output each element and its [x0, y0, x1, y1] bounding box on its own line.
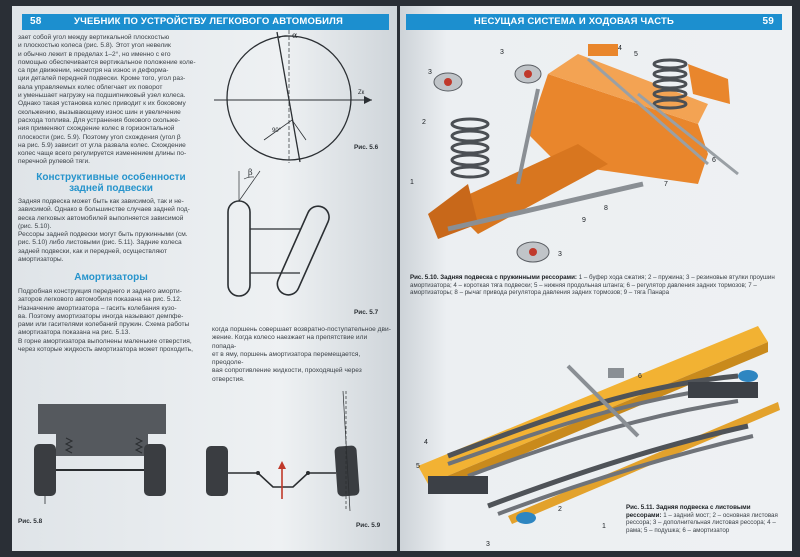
beta-mark: β [248, 168, 253, 177]
intro-line: скольжению, вызывающему износ шин и увел… [18, 108, 181, 116]
shock-line: ва. Поэтому амортизаторы иногда называют… [18, 312, 184, 320]
rear-line: амортизаторы. [18, 256, 64, 264]
intro-line: и обычно лежит в пределах 1–2°, но именн… [18, 50, 171, 58]
coil-spring-right [652, 58, 688, 110]
callouts-5-10: 1 2 3 4 5 6 7 8 9 3 3 [410, 45, 716, 258]
caption-5-10-title: Рис. 5.10. Задняя подвеска с пружинными … [410, 274, 577, 281]
callout: 5 [634, 51, 638, 58]
caption-5-10-text: 1 – буфер хода сжатия; 2 – пружина; 3 – … [410, 274, 775, 297]
alpha-mark: α [292, 31, 298, 40]
intro-line: на рис. 5.9) зависит от угла развала кол… [18, 141, 186, 149]
callout: 4 [424, 439, 428, 446]
shock-line: Подробная конструкция переднего и заднег… [18, 288, 182, 295]
shock-line: через которые жидкость амортизатора може… [18, 346, 193, 354]
figure-5-9-label: Рис. 5.9 [356, 522, 381, 529]
callout: 1 [602, 523, 606, 530]
rear-line: Рессоры задней подвески могут быть пружи… [18, 231, 188, 239]
shock-line: Назначение амортизатора – гасить колебан… [18, 304, 177, 312]
heading-rear-suspension: Конструктивные особенности задней подвес… [36, 172, 186, 194]
callout: 3 [500, 49, 504, 56]
intro-line: расхода топлива. Для устранения бокового… [18, 116, 181, 124]
intro-line: зает собой угол между вертикальной плоск… [18, 34, 170, 41]
figure-5-9-diagram [206, 390, 360, 512]
figure-5-7-diagram: β [227, 168, 330, 297]
shock-line: В горне амортизатора выполнены маленькие… [18, 337, 192, 345]
shock-line: заторов легкового автомобиля показана на… [18, 296, 182, 304]
callout: 3 [428, 69, 432, 76]
shock-text: Подробная конструкция переднего и заднег… [18, 288, 204, 354]
callout: 6 [638, 373, 642, 380]
callout: 3 [558, 251, 562, 258]
callout: 4 [618, 45, 622, 52]
left-page-number: 58 [30, 16, 42, 27]
axis-mark: Zк [358, 90, 365, 96]
right-angle-mark: 90° [272, 128, 282, 134]
figure-5-8-diagram [34, 404, 166, 504]
callout: 6 [712, 157, 716, 164]
right-page-header-title: НЕСУЩАЯ СИСТЕМА И ХОДОВАЯ ЧАСТЬ [473, 16, 675, 27]
left-page-header-title: УЧЕБНИК ПО УСТРОЙСТВУ ЛЕГКОВОГО АВТОМОБИ… [74, 16, 344, 27]
rear-line: Задняя подвеска может быть как зависимой… [18, 198, 184, 205]
caption-5-11-text: 1 – задний мост; 2 – основная листовая р… [626, 511, 778, 534]
rear-line: рис. 5.10) либо листовыми (рис. 5.11). З… [18, 239, 182, 247]
right-page: НЕСУЩАЯ СИСТЕМА И ХОДОВАЯ ЧАСТЬ 59 [400, 6, 792, 551]
callout: 7 [664, 181, 668, 188]
shock-line: амортизатора показана на рис. 5.13. [18, 329, 131, 337]
intro-line: и уменьшает нагрузку на подшипниковый уз… [18, 92, 186, 100]
rear-line: веска легковых автомобилей выполняется з… [18, 214, 184, 222]
mid-line: когда поршень совершает возвратно-поступ… [212, 326, 391, 333]
rear-suspension-text: Задняя подвеска может быть как зависимой… [18, 198, 204, 264]
continuation-text: когда поршень совершает возвратно-поступ… [212, 326, 392, 384]
rear-line: задней подвески, как и передней, осущест… [18, 247, 167, 255]
figure-5-8-label: Рис. 5.8 [18, 518, 43, 525]
callouts-5-11: 6 4 2 3 5 1 [416, 373, 642, 548]
caption-figure-5-10: Рис. 5.10. Задняя подвеска с пружинными … [410, 274, 786, 297]
callout: 3 [486, 541, 490, 548]
intro-line: и плоскостью колеса (рис. 5.8). Этот уго… [18, 42, 171, 50]
intro-line: са при движении, несмотря на износ и деф… [18, 67, 169, 75]
figure-5-6-label: Рис. 5.6 [354, 144, 379, 151]
right-page-header: НЕСУЩАЯ СИСТЕМА И ХОДОВАЯ ЧАСТЬ 59 [406, 14, 782, 30]
callout: 2 [422, 119, 426, 126]
right-page-number: 59 [762, 16, 774, 27]
callout: 1 [410, 179, 414, 186]
rear-line: зависимой. Однако в большинстве случаев … [18, 206, 190, 214]
mid-line: жение. Когда колесо наезжает на препятст… [212, 334, 368, 350]
intro-line: плоскости (рис. 5.9). Поэтому угол схожд… [18, 133, 181, 141]
rear-line: (рис. 5.10). [18, 222, 52, 230]
intro-line: ции деталей передней подвески. Кроме тог… [18, 75, 186, 83]
left-page-header: 58 УЧЕБНИК ПО УСТРОЙСТВУ ЛЕГКОВОГО АВТОМ… [22, 14, 389, 30]
figure-5-6-diagram: α 90° Zк [214, 30, 372, 163]
intro-line: ния применяют схождение колес в горизонт… [18, 125, 175, 133]
intro-line: Однако такая установка колес приводит к … [18, 100, 186, 108]
callout: 5 [416, 463, 420, 470]
callout: 8 [604, 205, 608, 212]
mid-line: вая сопротивление жидкости, проходящей ч… [212, 367, 362, 383]
figure-5-10-illustration: 1 2 3 4 5 6 7 8 9 3 3 [410, 44, 739, 263]
mid-line: ет в яму, поршень амортизатора перемещае… [212, 350, 361, 367]
figure-5-11-illustration: 6 4 2 3 5 1 [416, 326, 780, 548]
intro-line: колес чаще всего регулируется изменением… [18, 150, 187, 158]
heading-shock-absorbers: Амортизаторы [74, 272, 148, 283]
intro-line: перечной рулевой тяги. [18, 158, 90, 166]
coil-spring-left [450, 117, 490, 179]
intro-line: помощью обеспечивается вертикальное поло… [18, 58, 196, 66]
callout: 9 [582, 217, 586, 224]
caption-figure-5-11: Рис. 5.11. Задняя подвеска с листовыми р… [626, 504, 786, 534]
shock-line: рами или гасителями колебаний пружин. Сх… [18, 321, 190, 329]
caption-5-11-title: Рис. 5.11. Задняя подвеска с листовыми р… [626, 504, 751, 519]
callout: 2 [558, 506, 562, 513]
left-page: 58 УЧЕБНИК ПО УСТРОЙСТВУ ЛЕГКОВОГО АВТОМ… [12, 6, 397, 551]
intro-line: вала управляемых колес облегчает их пово… [18, 83, 163, 91]
figure-5-7-label: Рис. 5.7 [354, 309, 379, 316]
intro-text: зает собой угол между вертикальной плоск… [18, 34, 204, 167]
